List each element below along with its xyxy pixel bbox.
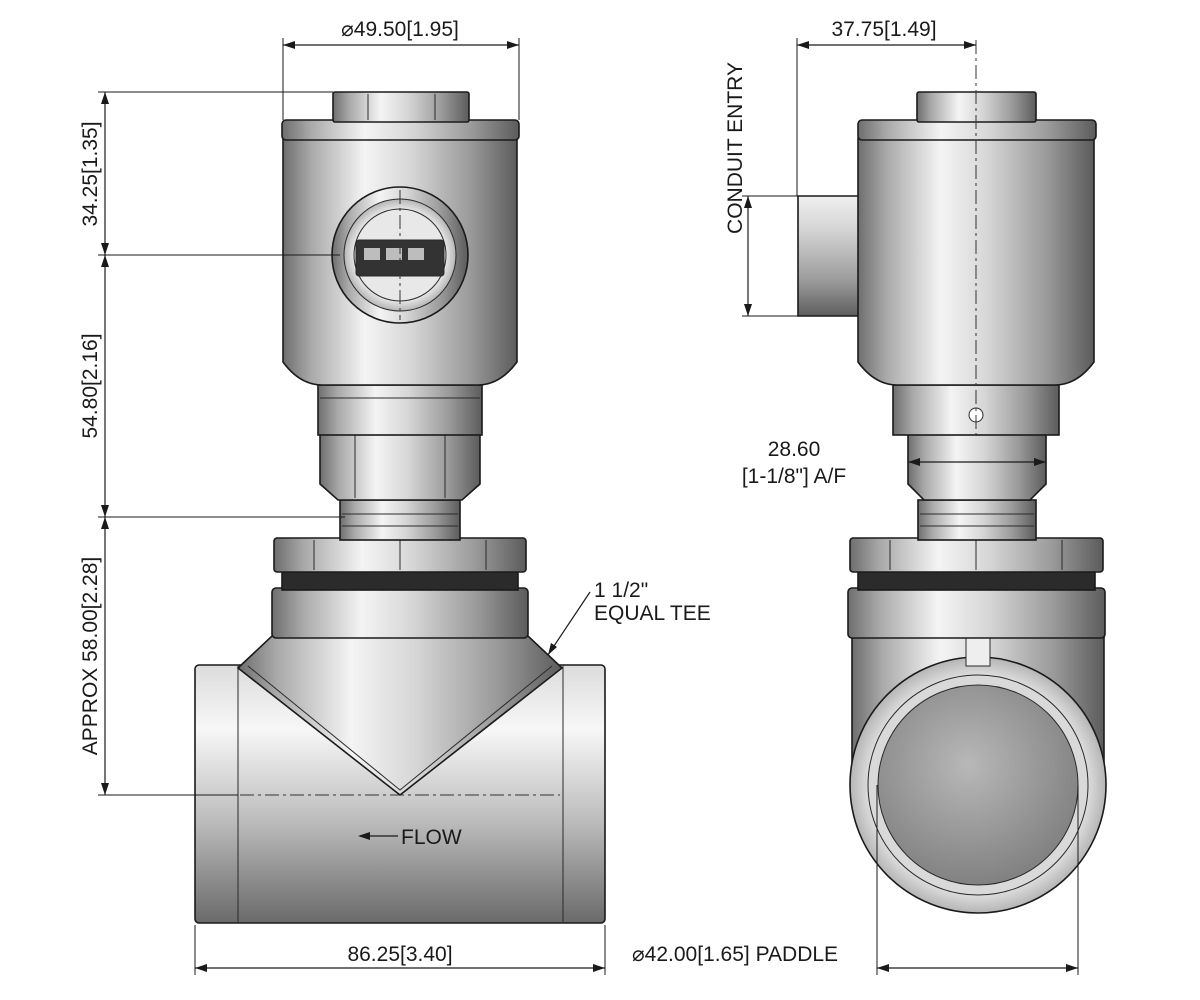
side-collar <box>847 587 1106 639</box>
o-ring <box>281 569 519 591</box>
flow-label: FLOW <box>401 826 462 849</box>
hex-size-inch-label: [1-1/8"] A/F <box>742 465 846 488</box>
conduit-entry-label: CONDUIT ENTRY <box>724 62 747 234</box>
side-width-label: 37.75[1.49] <box>831 18 936 41</box>
dimension-side-width: 37.75[1.49] <box>796 18 976 196</box>
tee-length-label: 86.25[3.40] <box>347 943 452 966</box>
top-cap <box>332 91 470 123</box>
front-view <box>194 91 606 924</box>
top-diameter-label: ⌀49.50[1.95] <box>341 18 459 41</box>
dimension-top-diameter: ⌀49.50[1.95] <box>282 18 520 120</box>
hex-size-label: 28.60 <box>768 438 821 461</box>
dimension-paddle: ⌀42.00[1.65] PADDLE <box>632 785 1079 975</box>
stem <box>317 384 483 436</box>
paddle <box>877 684 1079 886</box>
side-hex-small <box>907 431 1047 501</box>
hex-nut-small <box>319 431 481 501</box>
paddle-label: ⌀42.00[1.65] PADDLE <box>632 943 838 966</box>
housing-lid <box>281 119 520 141</box>
dimension-hex-size: 28.60 [1-1/8"] A/F <box>742 438 1046 488</box>
side-lid <box>857 119 1097 141</box>
head-height-label: 34.25[1.35] <box>79 121 102 226</box>
dimension-body-height: 54.80[2.16] <box>79 255 345 518</box>
dimension-head-height: 34.25[1.35] <box>79 91 340 256</box>
annotation-equal-tee: 1 1/2" EQUAL TEE <box>547 579 711 656</box>
neck <box>339 499 461 541</box>
side-neck <box>917 499 1037 541</box>
dimension-conduit-entry: CONDUIT ENTRY <box>724 62 798 317</box>
annotation-flow: FLOW <box>358 826 462 849</box>
body-height-label: 54.80[2.16] <box>79 333 102 438</box>
side-view <box>797 40 1107 914</box>
dimension-tee-height: APPROX 58.00[2.28] <box>79 517 238 796</box>
side-housing <box>857 137 1095 386</box>
tee-height-label: APPROX 58.00[2.28] <box>79 557 102 755</box>
tee-size-label: 1 1/2" <box>594 579 648 602</box>
side-o-ring <box>857 569 1096 591</box>
tee-collar <box>271 587 529 639</box>
tee-type-label: EQUAL TEE <box>594 602 711 625</box>
dimension-tee-length: 86.25[3.40] <box>194 925 606 975</box>
